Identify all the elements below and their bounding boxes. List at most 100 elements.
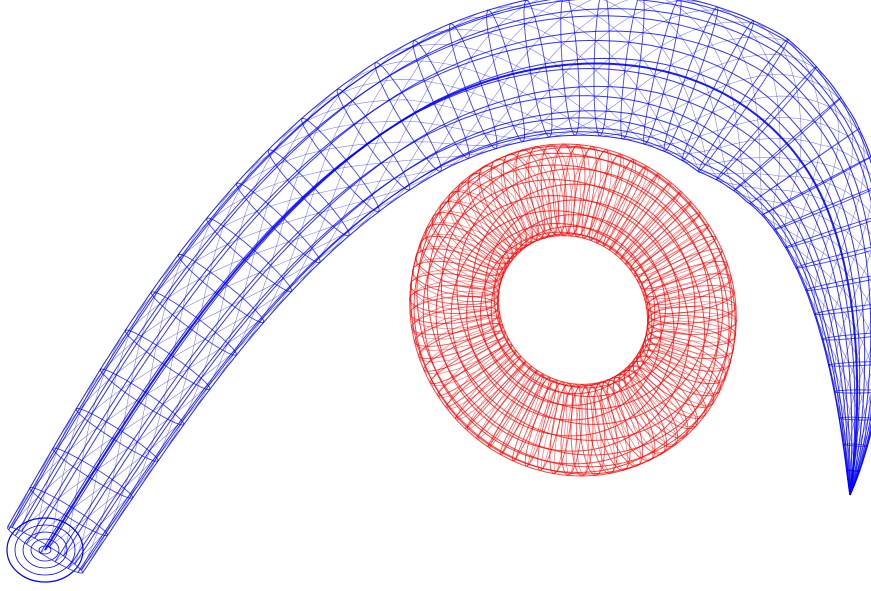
tube-diagonal-line <box>230 322 264 355</box>
tube-diagonal-line <box>58 453 69 500</box>
tube-diagonal-line <box>149 404 164 452</box>
tube-diagonal-line <box>676 23 715 39</box>
tube-diagonal-line <box>491 141 524 146</box>
tube-diagonal-line <box>132 457 157 499</box>
tube-diagonal-line <box>678 112 713 127</box>
tube-diagonal-line <box>858 333 871 362</box>
tube-diagonal-line <box>725 167 736 190</box>
tube-diagonal-line <box>847 281 861 312</box>
tube-diagonal-line <box>454 9 488 27</box>
tube-diagonal-line <box>780 54 816 69</box>
tube-diagonal-line <box>842 338 852 367</box>
tube-diagonal-line <box>84 389 122 419</box>
tube-diagonal-line <box>449 29 489 34</box>
tube-diagonal-line <box>108 351 147 381</box>
tube-diagonal-line <box>389 42 419 76</box>
tube-diagonal-line <box>831 364 843 391</box>
torus-diagonal-line <box>519 146 558 236</box>
tube-diagonal-line <box>458 66 499 81</box>
tube-diagonal-line <box>435 158 469 170</box>
tube-diagonal-line <box>486 16 525 24</box>
torus-diagonal-line <box>410 267 499 303</box>
tube-diagonal-line <box>404 171 441 189</box>
tube-diagonal-line <box>337 81 381 95</box>
tube-diagonal-line <box>392 112 416 156</box>
tube-diagonal-line <box>466 90 506 106</box>
tube-diagonal-line <box>597 15 629 43</box>
tube-diagonal-line <box>468 126 495 153</box>
torus-diagonal-line <box>489 374 545 459</box>
tube-diagonal-line <box>77 379 110 412</box>
tube-diagonal-line <box>380 40 414 66</box>
tube-diagonal-line <box>834 339 840 367</box>
tube-diagonal-line <box>455 144 492 147</box>
tube-diagonal-line <box>77 535 108 573</box>
tube-diagonal-line <box>487 6 525 11</box>
tube-diagonal-line <box>303 233 344 255</box>
tube-diagonal-line <box>215 272 260 293</box>
tube-diagonal-line <box>157 421 183 462</box>
torus-diagonal-line <box>645 328 733 382</box>
tube-diagonal-line <box>843 444 847 471</box>
tube-diagonal-line <box>818 114 822 157</box>
tube-diagonal-line <box>760 196 764 215</box>
torus-diagonal-line <box>421 215 506 275</box>
tube-diagonal-line <box>655 101 689 120</box>
tube-diagonal-line <box>403 133 427 173</box>
tube-diagonal-line <box>152 424 184 461</box>
tube-diagonal-line <box>319 143 367 152</box>
tube-diagonal-line <box>795 86 802 131</box>
tube-diagonal-line <box>600 131 628 137</box>
red-torus-wireframe <box>409 143 737 477</box>
tube-diagonal-line <box>795 245 798 269</box>
tube-diagonal-line <box>606 88 637 112</box>
torus-diagonal-line <box>438 351 517 416</box>
tube-diagonal-line <box>523 129 552 142</box>
tube-diagonal-line <box>736 157 774 160</box>
tube-diagonal-line <box>193 354 232 384</box>
tube-diagonal-line <box>859 389 866 418</box>
tube-diagonal-line <box>777 106 781 150</box>
tube-start-cap-ring <box>30 538 60 562</box>
tube-diagonal-line <box>579 86 609 112</box>
tube-diagonal-line <box>838 363 851 391</box>
tube-diagonal-line <box>375 60 417 69</box>
tube-diagonal-line <box>284 120 308 160</box>
tube-diagonal-line <box>744 180 752 203</box>
tube-diagonal-line <box>574 8 609 34</box>
tube-diagonal-line <box>845 417 853 445</box>
tube-diagonal-line <box>754 138 795 141</box>
blue-tube-wireframe <box>6 0 871 583</box>
tube-diagonal-line <box>822 339 829 366</box>
torus-diagonal-line <box>493 151 545 240</box>
tube-diagonal-line <box>380 78 425 82</box>
tube-diagonal-line <box>452 44 493 56</box>
tube-diagonal-line <box>156 414 176 459</box>
tube-diagonal-line <box>440 137 466 166</box>
tube-diagonal-line <box>852 279 871 305</box>
torus-diagonal-line <box>603 160 657 247</box>
tube-diagonal-line <box>768 210 794 221</box>
tube-diagonal-line <box>91 369 106 414</box>
tube-diagonal-line <box>365 75 390 117</box>
tube-diagonal-line <box>151 258 180 292</box>
tube-diagonal-line <box>106 488 125 533</box>
tube-diagonal-line <box>754 173 790 177</box>
tube-diagonal-line <box>853 337 865 367</box>
tube-diagonal-line <box>352 64 381 101</box>
tube-diagonal-line <box>822 181 853 197</box>
tube-diagonal-line <box>182 261 196 309</box>
tube-diagonal-line <box>836 390 846 418</box>
tube-diagonal-line <box>577 30 610 60</box>
tube-diagonal-line <box>236 154 270 184</box>
tube-diagonal-line <box>810 288 829 311</box>
tube-diagonal-line <box>131 451 150 496</box>
tube-diagonal-line <box>182 378 202 422</box>
tube-diagonal-line <box>593 95 622 122</box>
tube-diagonal-line <box>204 355 237 389</box>
tube-diagonal-line <box>663 148 684 162</box>
torus-diagonal-line <box>574 145 604 237</box>
tube-diagonal-line <box>389 99 435 105</box>
tube-diagonal-line <box>859 221 871 235</box>
tube-diagonal-line <box>414 141 456 145</box>
